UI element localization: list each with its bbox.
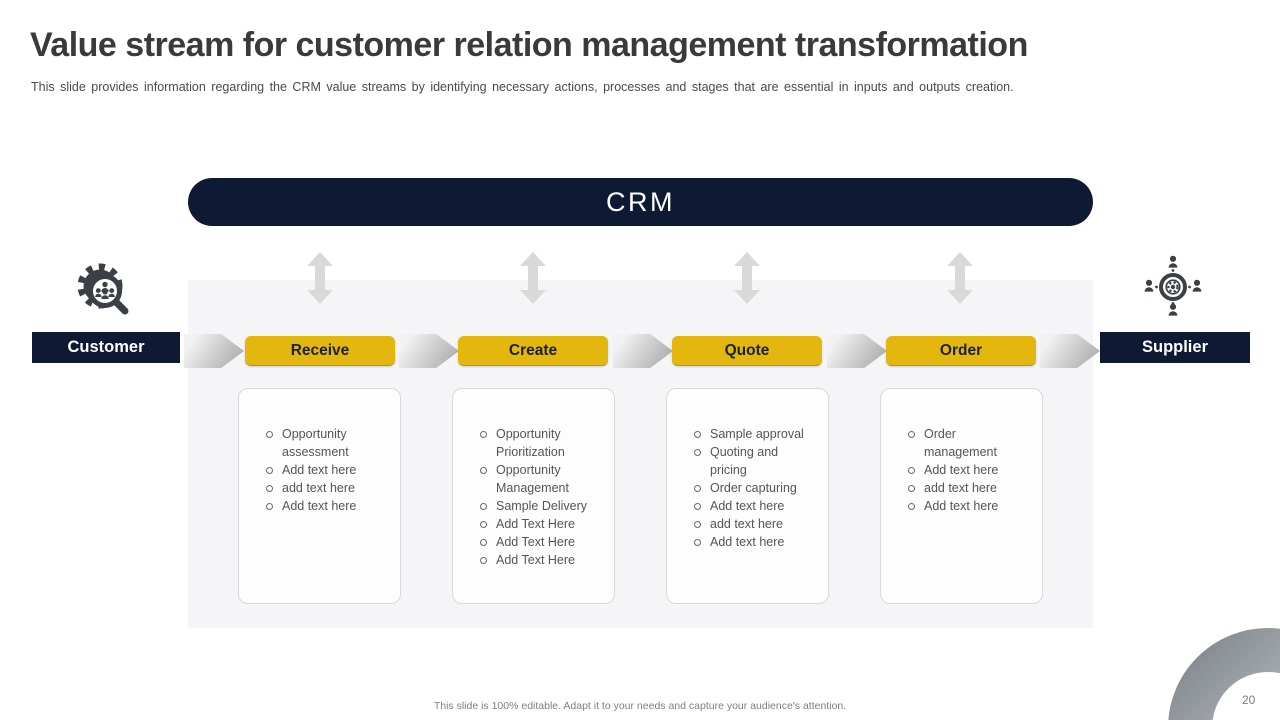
list-item: Sample approval: [693, 425, 816, 443]
crm-banner-label: CRM: [606, 186, 675, 217]
page-subtitle: This slide provides information regardin…: [31, 80, 1014, 94]
stage-box-create: Create: [458, 336, 608, 366]
supplier-label-text: Supplier: [1141, 338, 1208, 356]
customer-analysis-gear-magnifier-icon: [77, 263, 129, 315]
stage-card-order: Order management Add text here add text …: [880, 388, 1043, 604]
decorative-ring: [1168, 628, 1280, 720]
list-item: Quoting and pricing: [693, 443, 816, 479]
list-item: add text here: [265, 479, 388, 497]
list-item: Opportunity Prioritization: [479, 425, 602, 461]
list-item: Add Text Here: [479, 533, 602, 551]
bullet-list: Opportunity Prioritization Opportunity M…: [479, 425, 602, 569]
list-item: add text here: [693, 515, 816, 533]
list-item: Add text here: [693, 533, 816, 551]
stage-card-create: Opportunity Prioritization Opportunity M…: [452, 388, 615, 604]
double-arrow-icon: [947, 252, 973, 304]
customer-label-text: Customer: [67, 338, 145, 356]
list-item: Add text here: [265, 461, 388, 479]
list-item: Add Text Here: [479, 515, 602, 533]
stage-box-order: Order: [886, 336, 1036, 366]
list-item: Opportunity Management: [479, 461, 602, 497]
bullet-list: Order management Add text here add text …: [907, 425, 1030, 515]
double-arrow-icon: [734, 252, 760, 304]
supplier-network-hub-icon: [1144, 255, 1202, 316]
customer-label: Customer: [32, 332, 180, 363]
stage-card-quote: Sample approval Quoting and pricing Orde…: [666, 388, 829, 604]
crm-banner: CRM: [188, 178, 1093, 226]
footer-note: This slide is 100% editable. Adapt it to…: [433, 700, 847, 712]
list-item: Sample Delivery: [479, 497, 602, 515]
bullet-list: Sample approval Quoting and pricing Orde…: [693, 425, 816, 551]
page-number: 20: [1242, 693, 1256, 707]
list-item: Add text here: [907, 497, 1030, 515]
list-item: add text here: [907, 479, 1030, 497]
double-arrow-icon: [520, 252, 546, 304]
page-title: Value stream for customer relation manag…: [30, 26, 1028, 64]
list-item: Add Text Here: [479, 551, 602, 569]
list-item: Order management: [907, 425, 1030, 461]
supplier-label: Supplier: [1100, 332, 1250, 363]
stage-box-quote: Quote: [672, 336, 822, 366]
list-item: Add text here: [693, 497, 816, 515]
double-arrow-icon: [307, 252, 333, 304]
list-item: Opportunity assessment: [265, 425, 388, 461]
bullet-list: Opportunity assessment Add text here add…: [265, 425, 388, 515]
list-item: Add text here: [907, 461, 1030, 479]
list-item: Add text here: [265, 497, 388, 515]
list-item: Order capturing: [693, 479, 816, 497]
stage-box-receive: Receive: [245, 336, 395, 366]
stage-card-receive: Opportunity assessment Add text here add…: [238, 388, 401, 604]
